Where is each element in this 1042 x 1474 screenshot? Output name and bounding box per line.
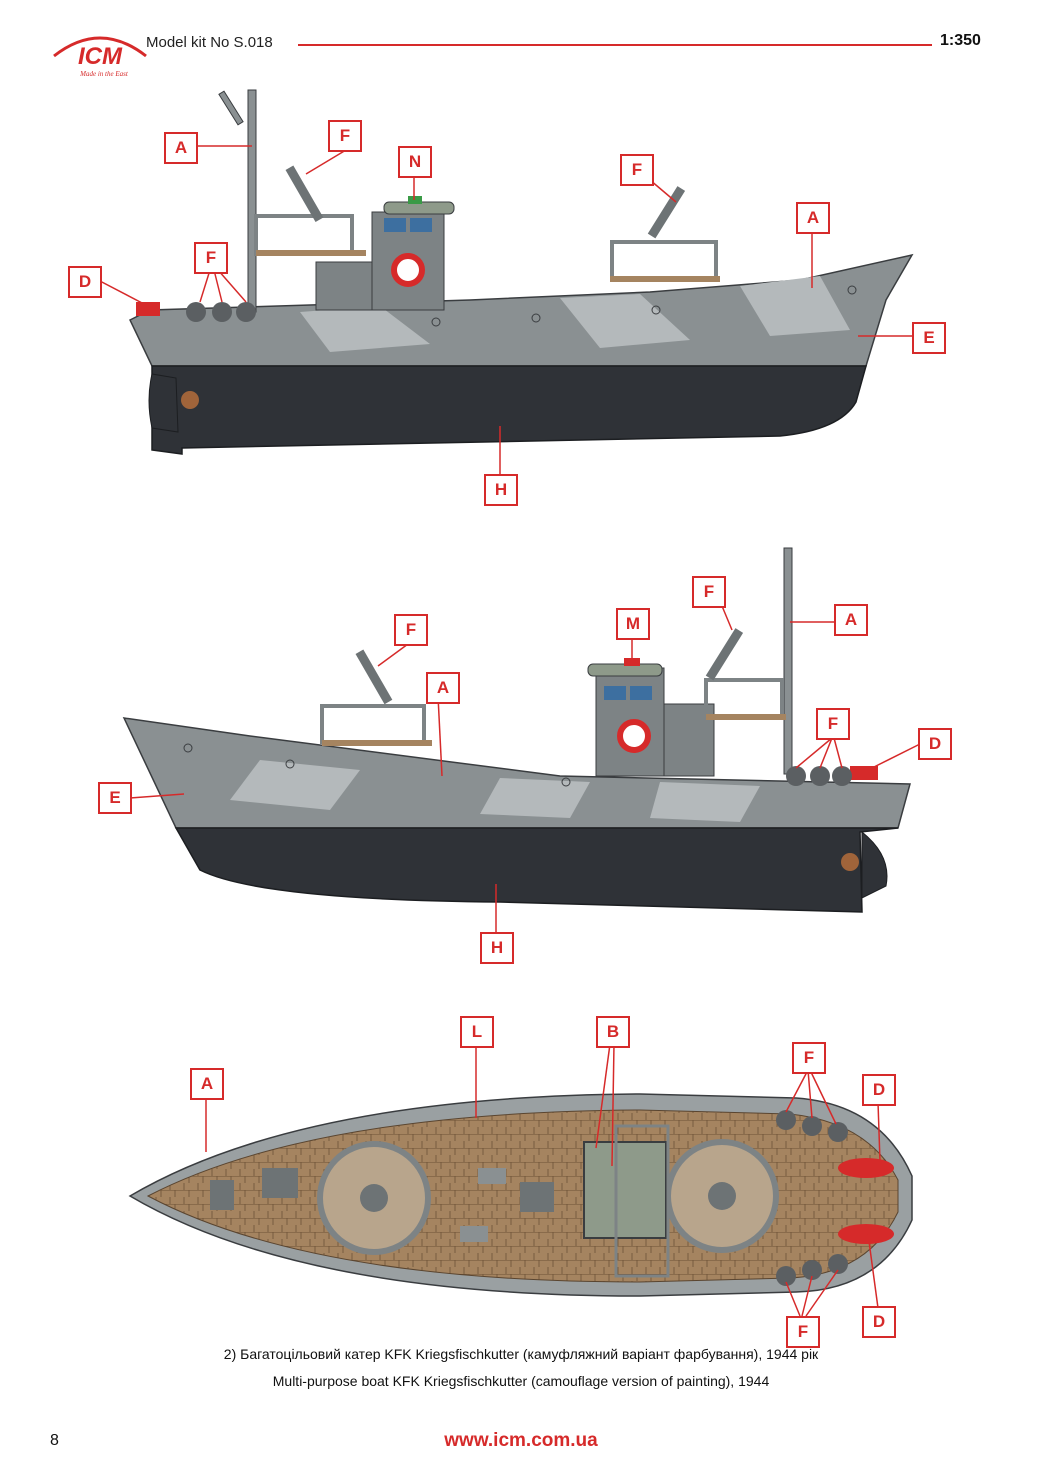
logo-text: ICM [78, 43, 123, 70]
callout-m: M [616, 608, 650, 640]
side-view-port [122, 547, 921, 932]
camo-patch [230, 760, 360, 810]
callout-f: F [692, 576, 726, 608]
callout-b: B [596, 1016, 630, 1048]
icm-logo: ICM Made in the East [53, 36, 147, 78]
callout-d: D [862, 1306, 896, 1338]
depth-charge [838, 1158, 894, 1178]
top-view [128, 1043, 913, 1317]
camo-patch [560, 294, 690, 348]
callout-d: D [68, 266, 102, 298]
aa-platform-fwd [704, 678, 784, 718]
callout-f: F [620, 154, 654, 186]
header-rule [298, 44, 932, 46]
caption-ukrainian: 2) Багатоцільовий катер KFK Kriegsfischk… [223, 1346, 819, 1362]
callout-f: F [792, 1042, 826, 1074]
caption-english: Multi-purpose boat KFK Kriegsfischkutter… [272, 1373, 770, 1389]
callout-a: A [426, 672, 460, 704]
callout-l: L [460, 1016, 494, 1048]
callout-f: F [328, 120, 362, 152]
camo-patch [740, 276, 850, 336]
wheelhouse-roof [583, 1141, 667, 1239]
callout-h: H [480, 932, 514, 964]
website-link[interactable]: www.icm.com.ua [444, 1430, 598, 1451]
callout-f: F [816, 708, 850, 740]
lifebuoy [391, 253, 425, 287]
callout-e: E [912, 322, 946, 354]
side-view-starboard [97, 89, 914, 476]
callout-d: D [918, 728, 952, 760]
propeller [841, 853, 859, 871]
depth-charge [838, 1224, 894, 1244]
logo-tagline: Made in the East [79, 70, 129, 78]
rudder [148, 373, 179, 433]
callout-e: E [98, 782, 132, 814]
scale-label: 1:350 [940, 32, 981, 49]
camo-patch [300, 306, 430, 352]
aa-platform [254, 214, 354, 256]
callout-f: F [194, 242, 228, 274]
callout-a: A [164, 132, 198, 164]
camo-patch [480, 778, 590, 818]
aa-platform [320, 704, 426, 744]
kit-number: Model kit No S.018 [146, 34, 273, 51]
hull-lower [174, 827, 899, 913]
page-header: ICM Made in the East Model kit No S.018 … [0, 0, 1042, 90]
lifebuoy [617, 719, 651, 753]
callout-a: A [190, 1068, 224, 1100]
callout-a: A [834, 604, 868, 636]
camo-patch [650, 782, 760, 822]
hull-lower [151, 365, 867, 455]
aa-platform-aft [610, 240, 718, 282]
page-number: 8 [50, 1432, 59, 1449]
callout-h: H [484, 474, 518, 506]
callout-f: F [394, 614, 428, 646]
callout-f: F [786, 1316, 820, 1348]
callout-a: A [796, 202, 830, 234]
rudder [861, 830, 888, 899]
callout-d: D [862, 1074, 896, 1106]
callout-n: N [398, 146, 432, 178]
propeller [181, 391, 199, 409]
